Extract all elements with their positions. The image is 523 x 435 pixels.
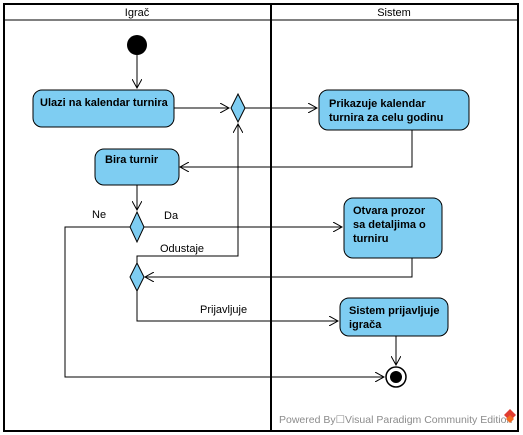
action-otvara-line-1: Otvara prozor [353,205,426,217]
action-prikazuje-line-1: Prikazuje kalendar [329,98,426,110]
action-ulazi-label: Ulazi na kalendar turnira [40,97,169,109]
action-otvara-line-3: turniru [353,233,388,245]
guard-da: Da [164,210,179,222]
flow-ne-to-final [64,226,384,377]
initial-node [127,35,147,55]
action-sistem-prijavljuje-label: Sistem prijavljuje igrača [349,305,443,331]
action-prikazuje-line-2: turnira za celu godinu [329,112,443,124]
action-prikazuje-kalendar: Prikazuje kalendar turnira za celu godin… [318,89,470,131]
action-bira-line-1: Bira turnir [105,154,159,166]
merge-node-top [230,92,246,124]
flow-prijavljuje-to-sistem [136,291,338,321]
action-prikazuje-label: Prikazuje kalendar turnira za celu godin… [329,98,443,124]
flow-otvara-to-decision [145,258,413,277]
flow-odustaje-to-merge [136,124,238,263]
watermark-text: Powered By☐Visual Paradigm Community Edi… [279,414,512,426]
action-otvara-prozor: Otvara prozor sa detaljima o turniru [343,197,443,259]
guard-prijavljuje: Prijavljuje [200,304,247,316]
action-sistem-line-2: igrača [349,319,382,331]
lane-title-igrac: Igrač [125,7,150,19]
action-otvara-line-2: sa detaljima o [353,219,426,231]
final-node [385,366,407,388]
action-ulazi-na-kalendar: Ulazi na kalendar turnira [32,89,175,128]
action-sistem-line-1: Sistem prijavljuje [349,305,439,317]
action-bira-label: Bira turnir [105,154,159,166]
guard-ne: Ne [92,209,106,221]
guard-odustaje: Odustaje [160,243,204,255]
flow-prikazuje-to-bira [180,130,413,167]
action-ulazi-line-1: Ulazi na kalendar turnira [40,97,169,109]
action-sistem-prijavljuje: Sistem prijavljuje igrača [339,297,449,337]
lane-title-sistem: Sistem [377,7,411,19]
action-otvara-label: Otvara prozor sa detaljima o turniru [353,205,429,245]
decision-node-bira [129,210,145,244]
visual-paradigm-logo-icon [504,409,516,423]
action-bira-turnir: Bira turnir [94,148,180,186]
